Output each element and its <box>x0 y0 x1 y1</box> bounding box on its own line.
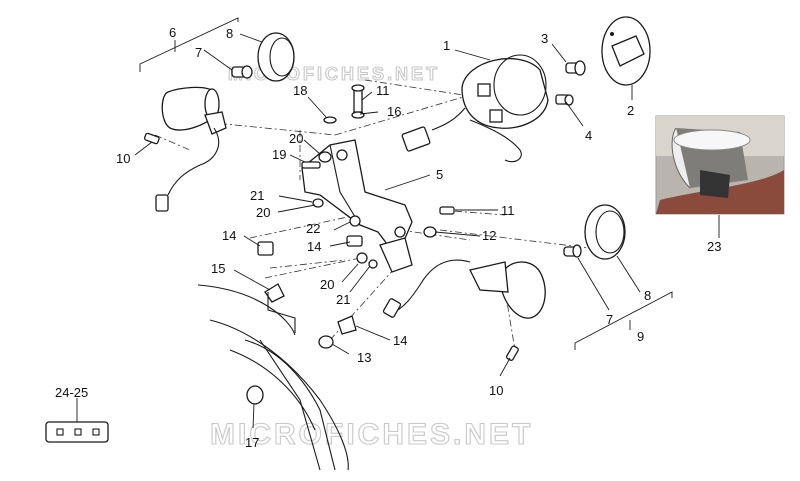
callout-10-left: 10 <box>116 151 130 166</box>
callout-22: 22 <box>306 221 320 236</box>
callout-14-mid: 14 <box>307 239 321 254</box>
callout-20-mid: 20 <box>256 205 270 220</box>
watermark-bottom: MICROFICHES.NET <box>210 418 533 451</box>
callout-9: 9 <box>637 329 644 344</box>
callout-18: 18 <box>293 83 307 98</box>
callout-11-right: 11 <box>501 203 515 218</box>
speedometer <box>401 54 549 163</box>
callout-8-right: 8 <box>644 288 651 303</box>
speedometer-cover <box>601 16 651 86</box>
speedometer-bulb <box>565 60 586 76</box>
callouts: 1 2 3 4 5 6 7 7 8 8 9 10 10 11 11 12 13 … <box>55 25 721 450</box>
right-lens-rim <box>584 204 626 260</box>
callout-7-top: 7 <box>195 45 202 60</box>
callout-21-bottom: 21 <box>336 292 350 307</box>
leader-lines <box>76 33 720 429</box>
connector-24-25 <box>45 421 109 443</box>
callout-3: 3 <box>541 31 548 46</box>
callout-19: 19 <box>272 147 286 162</box>
callout-16: 16 <box>387 104 401 119</box>
left-lens-rim <box>257 32 295 82</box>
callout-20-bottom: 20 <box>320 277 334 292</box>
callout-6: 6 <box>169 25 176 40</box>
callout-17: 17 <box>245 435 259 450</box>
mounting-bracket <box>301 139 413 273</box>
callout-15: 15 <box>211 261 225 276</box>
rear-fender <box>197 284 349 471</box>
bulb-socket <box>555 94 574 106</box>
callout-14-left: 14 <box>222 228 236 243</box>
callout-21-top: 21 <box>250 188 264 203</box>
callout-4: 4 <box>585 128 592 143</box>
callout-20-top: 20 <box>289 131 303 146</box>
fasteners <box>143 84 519 405</box>
callout-11-top: 11 <box>376 83 390 98</box>
callout-13: 13 <box>357 350 371 365</box>
callout-10-bottom: 10 <box>489 383 503 398</box>
callout-23: 23 <box>707 239 721 254</box>
photo-inset <box>655 115 785 215</box>
group-brackets <box>139 17 673 350</box>
callout-8-top: 8 <box>226 26 233 41</box>
left-turn-signal <box>155 86 227 212</box>
callout-14-bottom: 14 <box>393 333 407 348</box>
callout-1: 1 <box>443 38 450 53</box>
callout-2: 2 <box>627 103 634 118</box>
right-bulb <box>563 244 582 258</box>
callout-24-25: 24-25 <box>55 385 88 400</box>
callout-7-right: 7 <box>606 312 613 327</box>
left-bulb <box>231 65 253 79</box>
callout-5: 5 <box>436 167 443 182</box>
callout-12: 12 <box>482 228 496 243</box>
right-turn-signal <box>382 259 546 319</box>
